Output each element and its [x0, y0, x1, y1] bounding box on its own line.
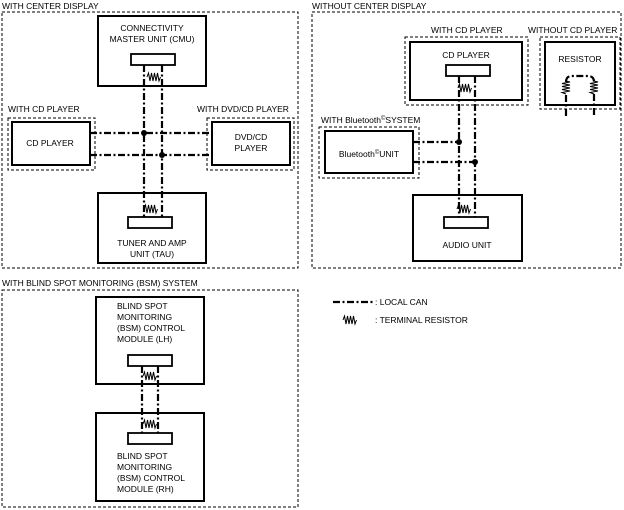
- bsm-frame: [1, 289, 299, 508]
- tau-terminal-resistor: [143, 203, 158, 215]
- audio-unit-box: [412, 194, 523, 262]
- resistor-box: [544, 41, 616, 106]
- cd-player-connector: [445, 64, 491, 77]
- cd-player-label-2: CD PLAYER: [442, 50, 490, 60]
- bsm-rh-label-1: BLIND SPOT: [117, 451, 168, 461]
- center-display-section: WITH CENTER DISPLAY CONNECTIVITY MASTER …: [1, 1, 299, 269]
- cd-player-box: [11, 121, 91, 166]
- bsm-rh-connector: [127, 432, 173, 445]
- legend-terminal-resistor-symbol: [342, 314, 357, 326]
- with-dvd-cd-frame: [206, 117, 295, 171]
- junction-dot: [472, 159, 478, 165]
- without-center-display-section: WITHOUT CENTER DISPLAY WITH CD PLAYER CD…: [311, 1, 622, 269]
- dvd-cd-player-box: [211, 121, 291, 166]
- bsm-lh-terminal-resistor: [142, 370, 157, 382]
- cmu-connector: [130, 53, 176, 66]
- junction-dot: [141, 130, 147, 136]
- tau-box: [97, 192, 207, 264]
- bsm-rh-label-3: (BSM) CONTROL: [117, 473, 185, 483]
- without-cd-player-frame: [539, 36, 621, 110]
- resistor-label: RESISTOR: [558, 54, 601, 64]
- bsm-lh-connector: [127, 354, 173, 367]
- cd-player-box-2: [409, 41, 523, 101]
- without-cd-player-label: WITHOUT CD PLAYER: [528, 25, 617, 35]
- audio-unit-label: AUDIO UNIT: [442, 240, 491, 250]
- with-dvd-cd-label: WITH DVD/CD PLAYER: [197, 104, 289, 114]
- bsm-title: WITH BLIND SPOT MONITORING (BSM) SYSTEM: [2, 278, 198, 288]
- cmu-label-2: MASTER UNIT (CMU): [110, 34, 195, 44]
- cd-player-label: CD PLAYER: [26, 138, 74, 148]
- center-display-frame: [1, 11, 299, 269]
- bsm-rh-label-2: MONITORING: [117, 462, 172, 472]
- bsm-rh-box: [95, 412, 205, 502]
- bsm-section: WITH BLIND SPOT MONITORING (BSM) SYSTEM …: [1, 278, 299, 508]
- legend-local-can-label: : LOCAL CAN: [375, 297, 428, 307]
- without-center-display-title: WITHOUT CENTER DISPLAY: [312, 1, 427, 11]
- bluetooth-unit-box: [324, 130, 414, 174]
- junction-dot: [159, 152, 165, 158]
- dvd-cd-label-2: PLAYER: [235, 143, 268, 153]
- with-bluetooth-label: WITH Bluetooth©SYSTEM: [321, 115, 420, 125]
- bsm-lh-label-2: MONITORING: [117, 312, 172, 322]
- legend: : LOCAL CAN : TERMINAL RESISTOR: [333, 297, 468, 326]
- legend-terminal-resistor-label: : TERMINAL RESISTOR: [375, 315, 468, 325]
- tau-connector: [127, 216, 173, 229]
- bsm-lh-box: [95, 296, 205, 385]
- bsm-lh-label-3: (BSM) CONTROL: [117, 323, 185, 333]
- audio-unit-terminal-resistor: [456, 203, 471, 215]
- resistor-can-loop: [564, 74, 596, 116]
- resistor-terminal-left: [560, 80, 571, 95]
- junction-dot: [456, 139, 462, 145]
- tau-label-1: TUNER AND AMP: [117, 238, 187, 248]
- with-cd-player-label-2: WITH CD PLAYER: [431, 25, 503, 35]
- bluetooth-unit-label: Bluetooth©UNIT: [339, 149, 399, 159]
- bsm-rh-terminal-resistor: [142, 418, 157, 430]
- with-bluetooth-frame: [318, 126, 420, 179]
- bsm-lh-label-4: MODULE (LH): [117, 334, 172, 344]
- cmu-box: [97, 15, 207, 87]
- center-display-title: WITH CENTER DISPLAY: [2, 1, 99, 11]
- audio-unit-connector: [443, 216, 489, 229]
- cmu-terminal-resistor: [146, 71, 161, 83]
- bsm-lh-label-1: BLIND SPOT: [117, 301, 168, 311]
- bsm-rh-label-4: MODULE (RH): [117, 484, 174, 494]
- with-cd-player-frame: [7, 117, 96, 171]
- dvd-cd-label-1: DVD/CD: [235, 132, 268, 142]
- resistor-terminal-right: [588, 80, 599, 95]
- with-cd-player-frame-2: [404, 36, 529, 106]
- with-cd-player-label: WITH CD PLAYER: [8, 104, 80, 114]
- cd-player-terminal-resistor: [457, 82, 472, 94]
- cmu-label-1: CONNECTIVITY: [120, 23, 184, 33]
- without-center-display-frame: [311, 11, 622, 269]
- tau-label-2: UNIT (TAU): [130, 249, 174, 259]
